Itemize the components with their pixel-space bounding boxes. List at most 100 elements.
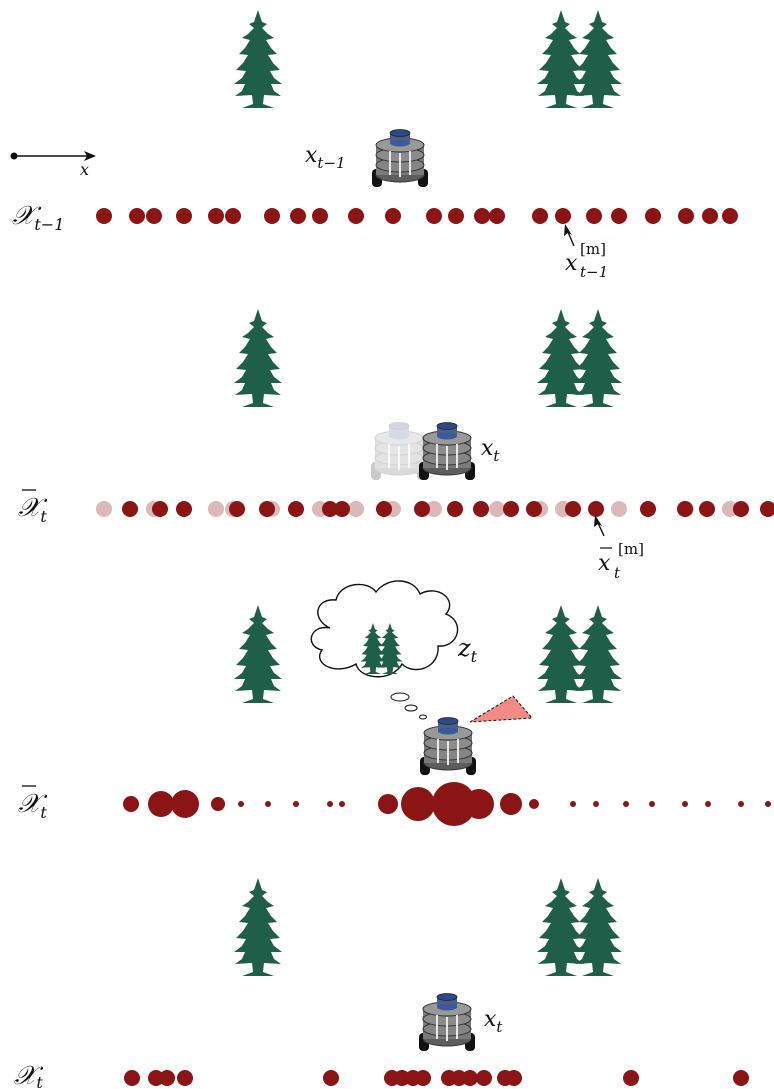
particle [323, 1070, 339, 1086]
particle-set-label: 𝒳t−1 [12, 201, 64, 234]
particle [447, 501, 463, 517]
particle [462, 1070, 478, 1086]
particle [733, 501, 749, 517]
particle-label: x[m]t−1 [565, 240, 608, 281]
robot-icon [371, 128, 429, 188]
particle-set-label: 𝒳t [18, 493, 48, 526]
particle [645, 208, 661, 224]
particle-row [124, 1070, 749, 1086]
particle [176, 208, 192, 224]
robot-icon [418, 992, 476, 1052]
particle [503, 501, 519, 517]
particle [586, 208, 602, 224]
particle [565, 501, 581, 517]
particle [229, 501, 245, 517]
weighted-particle [401, 787, 435, 821]
particle [177, 1070, 193, 1086]
tree-icon [574, 10, 622, 108]
weighted-particle [649, 801, 655, 807]
robot-state-label: xt [484, 1007, 503, 1036]
tree-icon [574, 878, 622, 976]
particle [122, 501, 138, 517]
weighted-particle [738, 801, 744, 807]
weighted-particle [265, 801, 271, 807]
tree-icon [234, 605, 282, 703]
weighted-particle [293, 801, 299, 807]
particle [702, 208, 718, 224]
weighted-particle [570, 801, 576, 807]
particle [376, 501, 392, 517]
panel-resampled: xt 𝒳t [14, 878, 749, 1089]
particle [348, 208, 364, 224]
particle [312, 208, 328, 224]
weighted-particle [123, 796, 139, 812]
particle [588, 501, 604, 517]
particle [394, 1070, 410, 1086]
weighted-particle [500, 793, 522, 815]
particle [225, 208, 241, 224]
particle [760, 501, 774, 517]
tree-icon [537, 878, 585, 976]
weighted-particle [339, 801, 345, 807]
particle [476, 1070, 492, 1086]
weighted-particle [327, 801, 333, 807]
particle [677, 501, 693, 517]
particle [414, 501, 430, 517]
particle [96, 208, 112, 224]
ghost-particle [489, 501, 505, 517]
particle [415, 1070, 431, 1086]
particle-set-label: 𝒳t [18, 789, 48, 822]
particle [526, 501, 542, 517]
particle [451, 1070, 467, 1086]
particle [148, 1070, 164, 1086]
weighted-particle [432, 782, 476, 826]
particle [532, 208, 548, 224]
tree-icon [574, 309, 622, 407]
robot-state-label: xt [481, 436, 500, 465]
particle [159, 1070, 175, 1086]
ghost-robot-icon [370, 421, 428, 481]
weighted-particle [765, 801, 771, 807]
robot-icon [419, 716, 477, 776]
weighted-particle [238, 801, 244, 807]
particle [129, 208, 145, 224]
panel-prior: x xt−1 𝒳t−1 x[m]t−1 [10, 10, 738, 281]
panel-measurement: zt 𝒳t [18, 580, 771, 826]
x-axis-label: x [80, 160, 89, 179]
particle-set-label: 𝒳t [14, 1061, 44, 1089]
tree-icon [574, 605, 622, 703]
particle-row [96, 208, 738, 224]
weighted-particle [705, 801, 711, 807]
particle [611, 208, 627, 224]
particle [506, 1070, 522, 1086]
particle [146, 208, 162, 224]
particle [264, 208, 280, 224]
particle [385, 208, 401, 224]
weighted-particle-row [123, 782, 771, 826]
particle [322, 501, 338, 517]
ghost-particle [96, 501, 112, 517]
particle [259, 501, 275, 517]
thought-cloud [310, 580, 459, 720]
particle [334, 501, 350, 517]
particle [290, 208, 306, 224]
particle [208, 208, 224, 224]
ghost-particle [208, 501, 224, 517]
particle-callout: x[m]t [594, 515, 644, 582]
particle [176, 501, 192, 517]
ghost-particle [426, 501, 442, 517]
ghost-particle [611, 501, 627, 517]
particle [489, 208, 505, 224]
weighted-particle [171, 790, 199, 818]
particle-row [122, 501, 774, 517]
particle [474, 208, 490, 224]
ghost-particle [722, 501, 738, 517]
tree-icon [234, 878, 282, 976]
particle [678, 208, 694, 224]
weighted-particle [148, 791, 174, 817]
particle [152, 501, 168, 517]
robot-icon [418, 421, 476, 481]
particle [288, 501, 304, 517]
particle [426, 208, 442, 224]
